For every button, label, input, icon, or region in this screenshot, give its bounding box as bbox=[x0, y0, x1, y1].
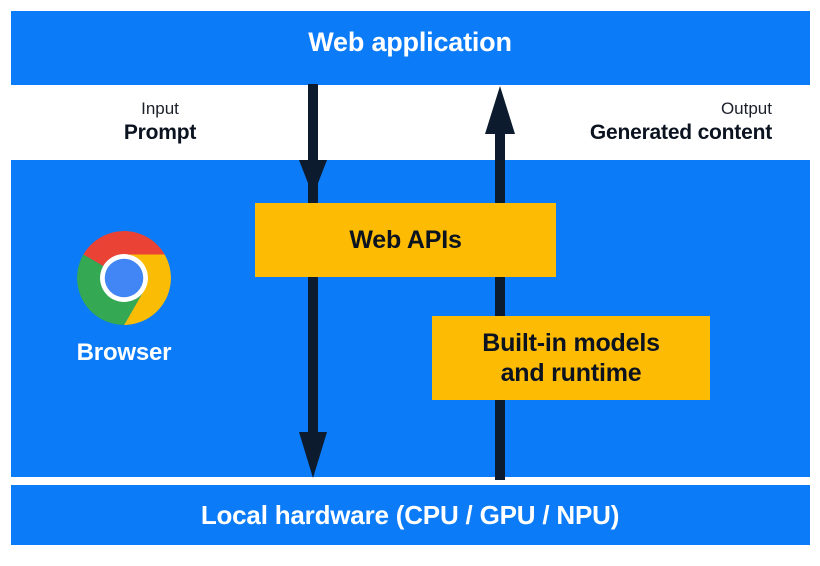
input-value-label: Prompt bbox=[123, 120, 197, 144]
output-kind-label: Output bbox=[720, 99, 772, 118]
input-kind-label: Input bbox=[141, 99, 179, 118]
web-application-panel bbox=[11, 11, 810, 85]
browser-label: Browser bbox=[76, 339, 172, 366]
output-value-label: Generated content bbox=[589, 120, 772, 144]
output-label-group: Output Generated content bbox=[500, 98, 772, 147]
builtin-models-label: Built-in models and runtime bbox=[482, 328, 660, 388]
input-label-group: Input Prompt bbox=[60, 98, 260, 147]
builtin-models-box: Built-in models and runtime bbox=[432, 316, 710, 400]
web-apis-box: Web APIs bbox=[255, 203, 556, 277]
web-application-title: Web application bbox=[308, 27, 512, 57]
local-hardware-panel bbox=[11, 485, 810, 545]
local-hardware-title: Local hardware (CPU / GPU / NPU) bbox=[200, 500, 620, 530]
web-apis-label: Web APIs bbox=[349, 225, 462, 254]
chrome-logo-icon bbox=[77, 231, 171, 325]
